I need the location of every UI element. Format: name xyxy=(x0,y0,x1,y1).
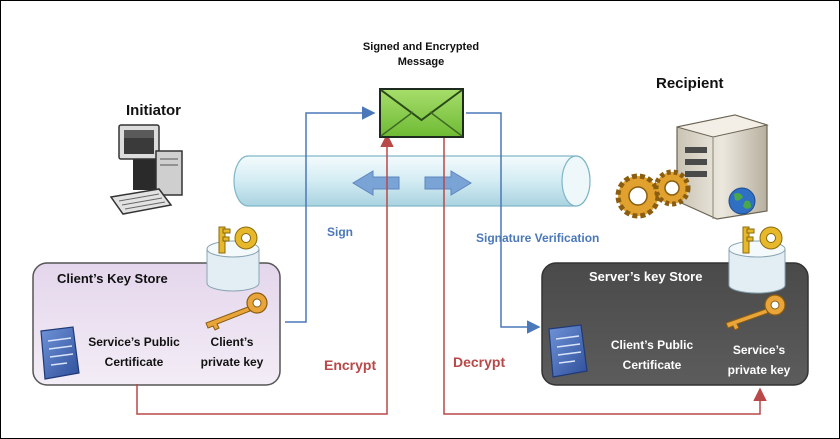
server-certificate-line1: Client’s Public xyxy=(610,338,694,352)
signature-verification-label: Signature Verification xyxy=(476,231,600,245)
globe-icon xyxy=(728,187,756,215)
client-key-store-box xyxy=(32,262,281,386)
server-private-key-label: Service’s private key xyxy=(717,340,801,380)
encrypt-flow-line xyxy=(136,133,394,415)
server-keystore-cylinder-icon xyxy=(728,226,786,294)
sign-label: Sign xyxy=(327,225,353,239)
server-certificate-label: Client’s Public Certificate xyxy=(597,335,707,375)
right-arrow-icon xyxy=(424,170,472,196)
client-certificate-line1: Service’s Public xyxy=(88,335,180,349)
encrypt-label: Encrypt xyxy=(324,357,377,373)
message-title-line1: Signed and Encrypted xyxy=(362,41,480,53)
sign-flow-line xyxy=(285,106,376,323)
client-certificate-line2: Certificate xyxy=(104,355,164,369)
client-keystore-cylinder-icon xyxy=(206,226,260,292)
computer-icon xyxy=(109,124,183,215)
transport-pipe xyxy=(233,155,591,207)
client-certificate-icon xyxy=(40,326,80,380)
client-private-key-icon xyxy=(205,292,268,331)
message-title-line2: Message xyxy=(397,56,445,68)
server-certificate-icon xyxy=(548,324,588,378)
server-key-store-title: Server’s key Store xyxy=(589,269,703,284)
initiator-label: Initiator xyxy=(126,102,181,119)
client-certificate-label: Service’s Public Certificate xyxy=(81,332,187,372)
server-private-key-line2: private key xyxy=(727,363,791,377)
client-key-store-title: Client’s Key Store xyxy=(57,271,168,286)
decrypt-flow-line xyxy=(443,135,767,415)
server-private-key-icon xyxy=(725,294,786,331)
server-certificate-line2: Certificate xyxy=(622,358,682,372)
server-key-store-box xyxy=(541,262,809,386)
message-title: Signed and Encrypted Message xyxy=(341,40,501,70)
recipient-label: Recipient xyxy=(656,75,724,92)
server-private-key-line1: Service’s xyxy=(732,343,786,357)
verification-flow-line xyxy=(466,112,541,334)
decrypt-label: Decrypt xyxy=(453,354,506,370)
envelope-icon xyxy=(379,88,464,138)
client-private-key-label: Client’s private key xyxy=(193,332,271,372)
client-private-key-line2: private key xyxy=(200,355,264,369)
gears-icon xyxy=(615,169,691,219)
client-private-key-line1: Client’s xyxy=(210,335,254,349)
